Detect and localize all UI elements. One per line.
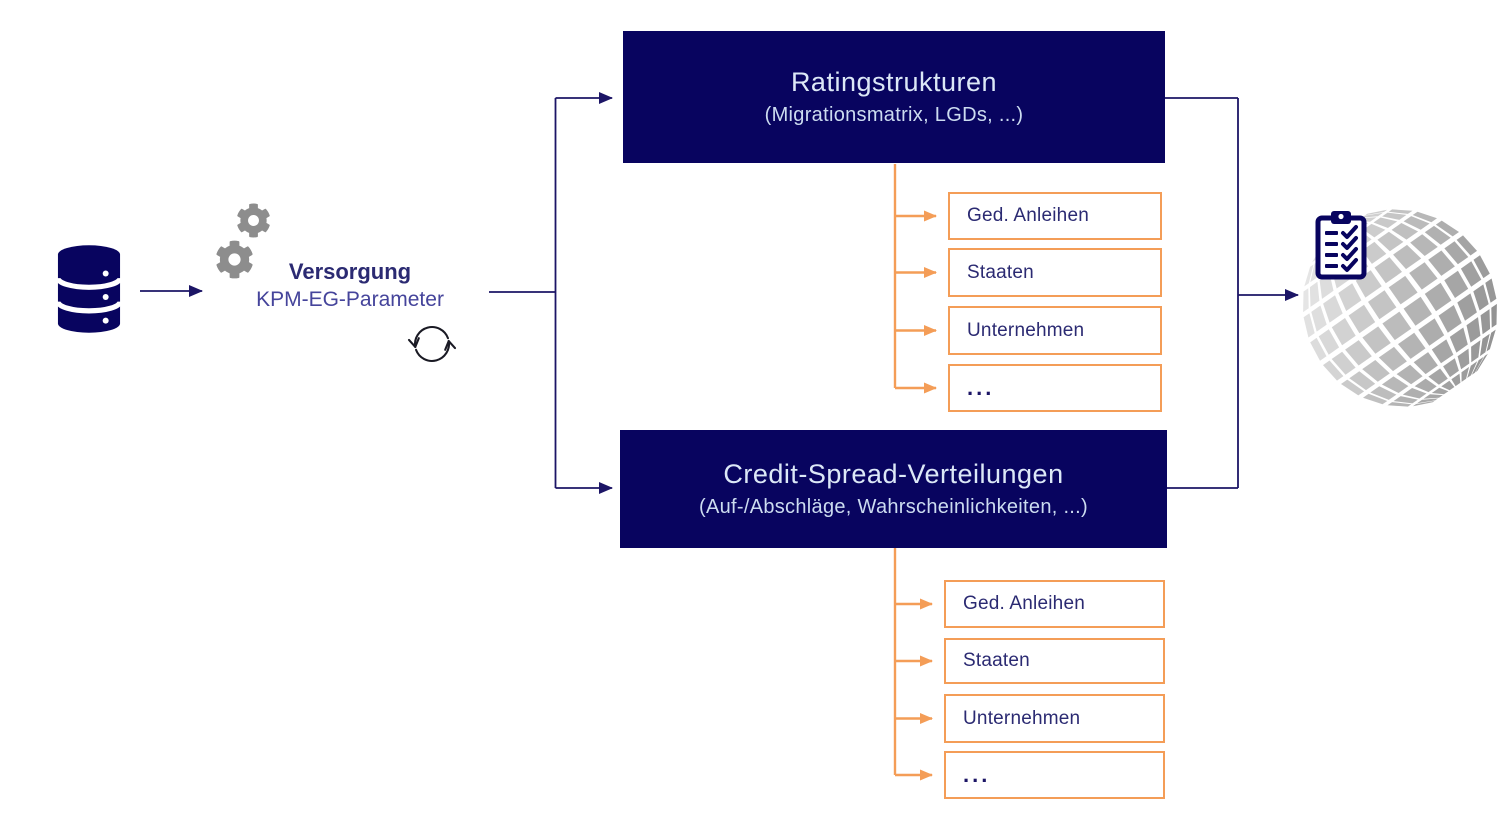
item-label: ...	[967, 375, 995, 400]
item-label: Unternehmen	[967, 319, 1085, 341]
group-title: Ratingstrukturen	[790, 66, 998, 97]
item-box-ellipsis: ...	[944, 751, 1165, 799]
item-label: Ged. Anleihen	[963, 593, 1085, 614]
process-subtitle: KPM-EG-Parameter	[256, 288, 444, 311]
item-box-ellipsis: ...	[948, 364, 1162, 412]
item-box-ged-anleihen: Ged. Anleihen	[948, 192, 1162, 240]
group-title: Credit-Spread-Verteilungen	[723, 458, 1064, 489]
group-subtitle: (Migrationsmatrix, LGDs, ...)	[764, 104, 1024, 127]
item-label: Staaten	[963, 650, 1030, 671]
item-label: Staaten	[967, 261, 1034, 283]
group-box-credit-spread-verteilungen: Credit-Spread-Verteilungen (Auf-/Abschlä…	[620, 430, 1167, 548]
process-title: Versorgung	[288, 259, 412, 284]
item-box-unternehmen: Unternehmen	[944, 694, 1165, 743]
group-box-ratingstrukturen: Ratingstrukturen (Migrationsmatrix, LGDs…	[623, 31, 1165, 163]
item-box-unternehmen: Unternehmen	[948, 306, 1162, 355]
sync-icon	[407, 326, 457, 362]
item-box-ged-anleihen: Ged. Anleihen	[944, 580, 1165, 628]
item-label: Ged. Anleihen	[967, 205, 1089, 226]
database-icon	[55, 245, 123, 333]
item-box-staaten: Staaten	[944, 638, 1165, 684]
item-label: Unternehmen	[963, 707, 1081, 729]
clipboard-checklist-icon	[1315, 211, 1367, 280]
item-box-staaten: Staaten	[948, 248, 1162, 297]
group-subtitle: (Auf-/Abschläge, Wahrscheinlichkeiten, .…	[699, 496, 1088, 519]
item-label: ...	[963, 762, 991, 787]
